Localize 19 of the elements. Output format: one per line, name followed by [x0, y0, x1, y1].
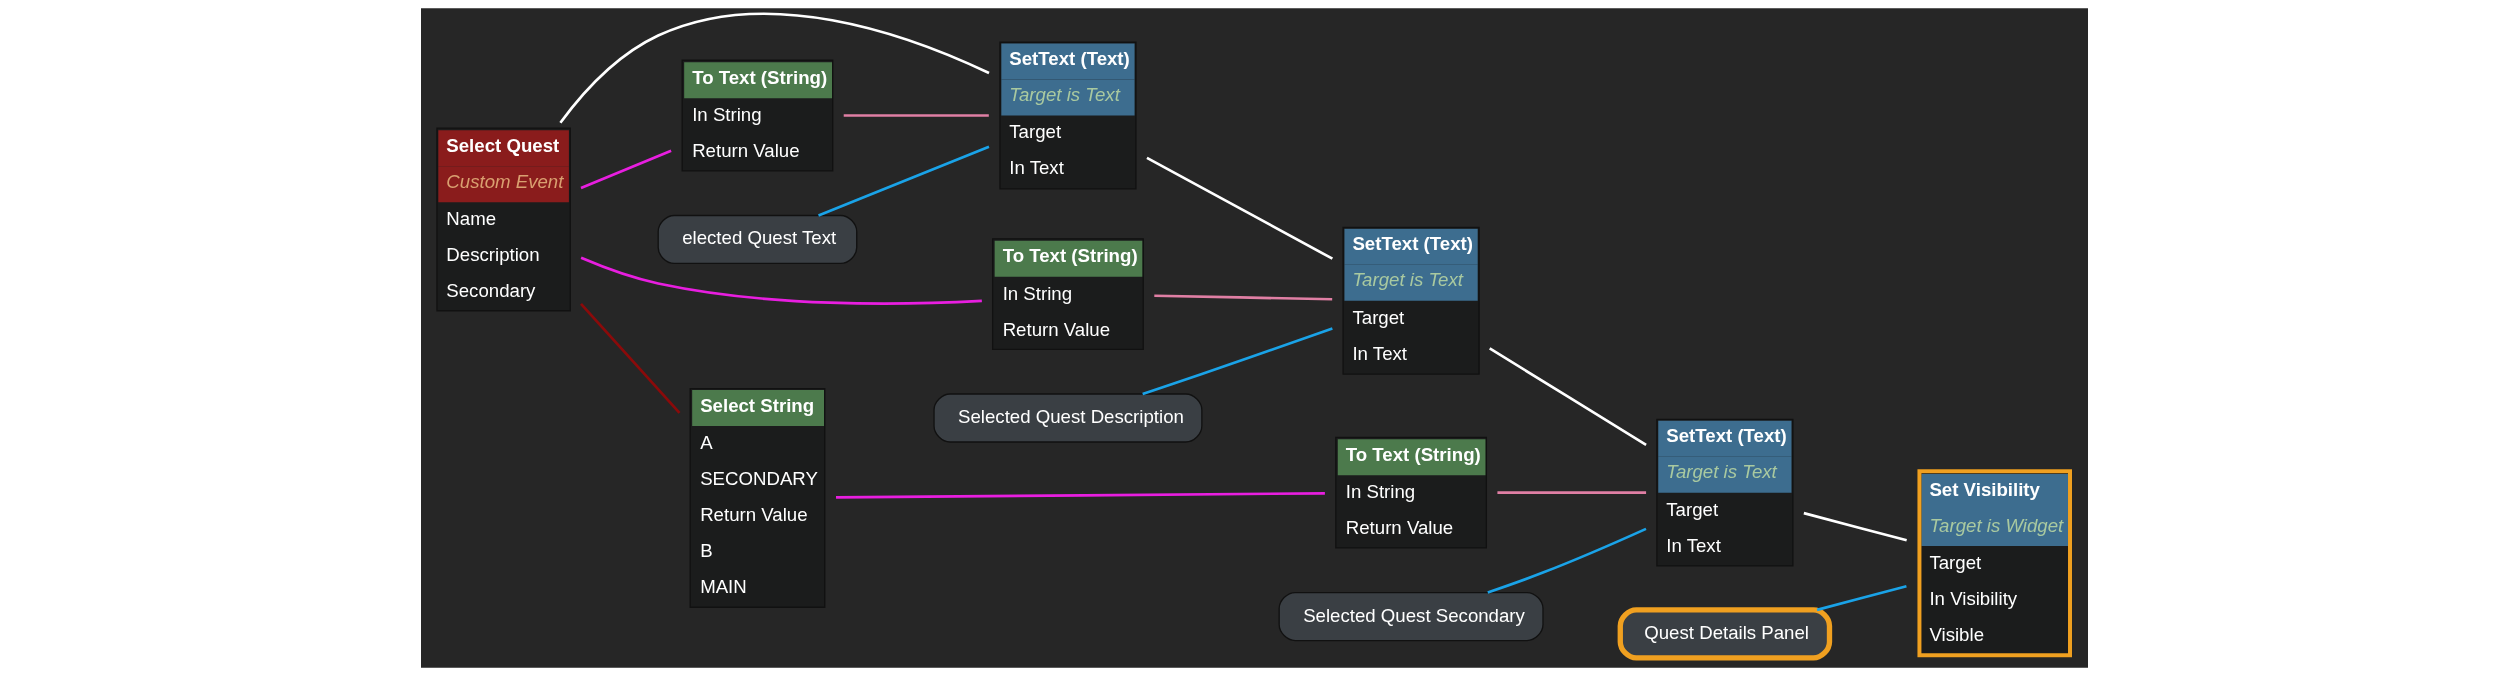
connector	[1488, 347, 1647, 446]
connector	[1803, 511, 1907, 542]
connector	[1496, 491, 1646, 494]
connector	[1816, 584, 1907, 612]
connector	[579, 302, 680, 414]
connector	[580, 149, 672, 190]
connector	[558, 12, 990, 124]
connector	[1486, 527, 1647, 594]
node-box: elected Quest Text	[657, 214, 857, 265]
connector	[843, 114, 989, 117]
connector	[835, 492, 1325, 499]
node-box: Selected Quest Secondary	[1278, 591, 1544, 642]
connector	[1141, 327, 1333, 396]
connector	[1153, 294, 1332, 301]
node-box: Selected Quest Description	[932, 393, 1203, 443]
connector	[817, 145, 989, 217]
connector	[1145, 156, 1333, 260]
connector	[580, 256, 982, 305]
node-box: Quest Details Panel	[1617, 607, 1832, 661]
